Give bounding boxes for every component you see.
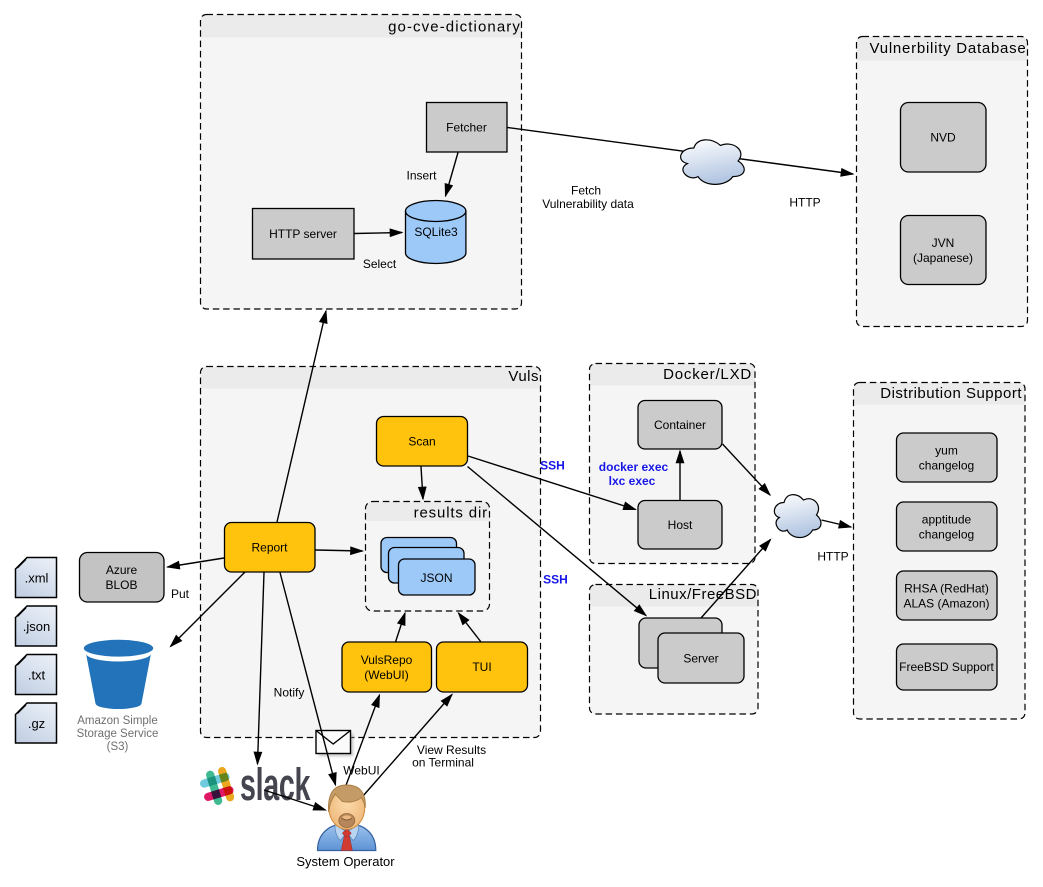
svg-text:Server: Server (683, 652, 718, 666)
svg-text:HTTP: HTTP (817, 550, 848, 564)
svg-text:.txt: .txt (28, 668, 46, 683)
svg-text:(Japanese): (Japanese) (913, 251, 973, 265)
svg-text:docker exec: docker exec (599, 460, 669, 474)
svg-text:SQLite3: SQLite3 (414, 225, 458, 239)
svg-text:JVN: JVN (932, 236, 955, 250)
svg-text:yum: yum (935, 444, 958, 458)
svg-text:Storage Service: Storage Service (77, 728, 159, 740)
svg-text:Vulnerability data: Vulnerability data (542, 197, 634, 211)
svg-text:.xml: .xml (25, 571, 49, 586)
svg-text:Amazon Simple: Amazon Simple (77, 715, 158, 727)
svg-text:Put: Put (171, 587, 190, 601)
svg-text:lxc exec: lxc exec (609, 474, 656, 488)
svg-text:TUI: TUI (472, 660, 491, 674)
svg-text:Fetcher: Fetcher (446, 121, 487, 135)
svg-text:Report: Report (251, 541, 288, 555)
svg-text:.json: .json (23, 619, 50, 634)
svg-text:FreeBSD Support: FreeBSD Support (899, 660, 994, 674)
svg-text:Container: Container (654, 418, 706, 432)
svg-text:(WebUI): (WebUI) (364, 668, 408, 682)
svg-text:changelog: changelog (919, 459, 974, 473)
svg-text:Select: Select (363, 257, 397, 271)
svg-text:apptitude: apptitude (922, 513, 972, 527)
svg-text:changelog: changelog (919, 528, 974, 542)
svg-text:BLOB: BLOB (105, 578, 137, 592)
svg-text:RHSA (RedHat): RHSA (RedHat) (904, 582, 989, 596)
svg-text:Scan: Scan (408, 435, 435, 449)
svg-text:.gz: .gz (28, 716, 45, 731)
svg-text:Vulnerbility Database: Vulnerbility Database (870, 40, 1027, 57)
svg-text:Host: Host (668, 518, 693, 532)
svg-text:SSH: SSH (540, 459, 565, 473)
svg-text:VulsRepo: VulsRepo (361, 653, 413, 667)
svg-text:Notify: Notify (274, 686, 305, 700)
svg-text:View Results: View Results (417, 743, 486, 757)
svg-text:JSON: JSON (420, 571, 452, 585)
svg-text:NVD: NVD (930, 131, 956, 145)
svg-text:Docker/LXD: Docker/LXD (663, 366, 752, 383)
svg-text:(S3): (S3) (107, 741, 129, 753)
svg-text:HTTP: HTTP (789, 196, 820, 210)
svg-text:Distribution Support: Distribution Support (880, 385, 1022, 402)
svg-text:System Operator: System Operator (296, 854, 395, 869)
svg-text:Linux/FreeBSD: Linux/FreeBSD (649, 586, 757, 603)
svg-text:SSH: SSH (543, 573, 568, 587)
svg-text:WebUI: WebUI (343, 764, 379, 778)
svg-text:results dir: results dir (414, 505, 488, 522)
svg-text:Vuls: Vuls (508, 368, 539, 385)
svg-text:on Terminal: on Terminal (412, 756, 474, 770)
svg-text:go-cve-dictionary: go-cve-dictionary (388, 19, 521, 36)
svg-text:HTTP server: HTTP server (269, 227, 337, 241)
svg-text:Fetch: Fetch (571, 184, 601, 198)
svg-text:ALAS (Amazon): ALAS (Amazon) (903, 597, 989, 611)
svg-text:Azure: Azure (106, 563, 138, 577)
svg-text:Insert: Insert (406, 169, 437, 183)
